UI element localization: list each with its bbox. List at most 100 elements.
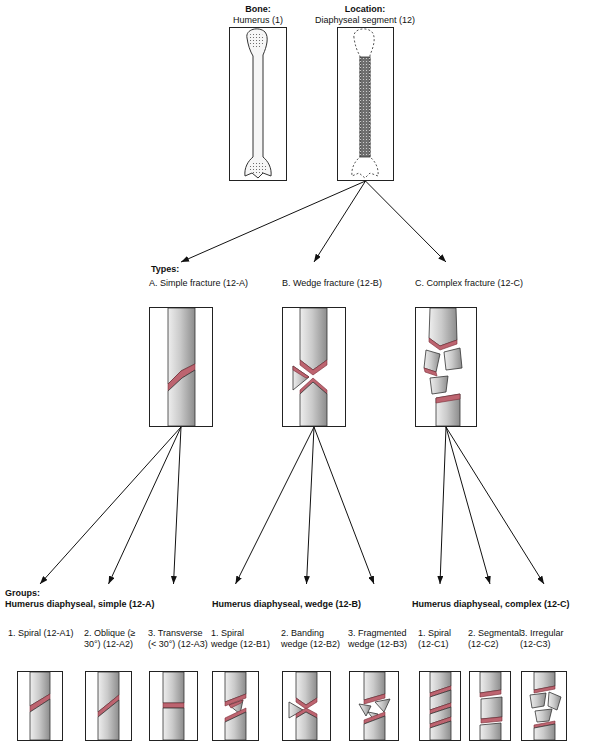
node-heading: 2. Banding wedge (12-B2) [281,584,345,671]
type-box: B. Wedge fracture (12-B) [282,262,410,427]
arrow-connector [174,427,182,584]
group-b3-drawing [359,672,390,740]
group-c3-drawing [530,672,561,740]
bone-fragment [535,709,552,722]
arrow-connector [181,181,366,262]
group-a2-drawing [98,672,119,740]
bone-fragment [300,308,327,370]
bone-fragment [429,308,457,346]
fracture-surface [436,394,460,403]
bone-fragment [444,348,462,370]
node-heading: 3. Fragmented wedge (12-B3) [348,584,416,671]
illustration-frame [337,27,394,181]
row-label: Groups: [5,588,40,599]
bone-fragment [168,370,195,426]
anatomy-box: Bone:Humerus (1) [200,2,316,181]
bone-fragment [30,699,50,740]
node-text: 3. Transverse (< 30°) (12-A3) [148,628,212,650]
humerus-drawing [245,29,271,178]
bone-shape [360,57,370,157]
arrow-connector [236,427,315,584]
arrow-connector [40,427,181,584]
type-b-drawing [293,308,327,426]
illustration-frame [17,671,63,741]
bone-fragment [534,724,555,740]
node-heading: 2. Segmental (12-C2) [468,584,524,671]
fracture-surface [300,360,327,375]
node-text: C. Complex fracture (12-C) [415,278,545,289]
type-box: A. Simple fracture (12-A) [149,262,277,427]
illustration-frame [521,671,567,741]
type-c-drawing [424,308,462,426]
arrow-connector [314,427,374,584]
illustration-frame [282,307,346,427]
node-heading: 3. Transverse (< 30°) (12-A3) [148,584,212,671]
illustration-frame [229,27,287,181]
fracture-surface [481,717,502,723]
bone-fragment [436,394,460,426]
node-heading: C. Complex fracture (12-C) [415,262,545,307]
diaphysis-drawing [352,29,378,178]
row-label: Types: [151,264,179,275]
node-text: B. Wedge fracture (12-B) [282,278,410,289]
fracture-surface [424,368,437,376]
bone-fragment [163,708,184,740]
type-a-drawing [168,308,195,426]
fracture-surface [429,338,457,350]
node-text: A. Simple fracture (12-A) [149,278,277,289]
illustration-frame [415,307,477,427]
bone-fragment [480,672,501,693]
group-a1-drawing [30,672,50,740]
fracture-surface [480,690,501,697]
arrow-connector [446,427,490,584]
node-text: Diaphyseal segment (12) [305,15,425,26]
illustration-frame [349,671,399,741]
fracture-surface [229,700,243,708]
node-text: 2. Oblique (≥ 30°) (12-A2) [84,628,148,650]
node-heading: 2. Oblique (≥ 30°) (12-A2) [84,584,148,671]
bone-fragment [548,692,561,710]
bone-shape [352,29,378,178]
group-b1-drawing [225,672,246,740]
bone-fragment [375,699,390,712]
node-heading: Bone:Humerus (1) [200,2,316,27]
group-c1-drawing [430,672,451,740]
node-heading: Location:Diaphyseal segment (12) [305,2,425,27]
bone-fragment [430,376,448,394]
node-heading: 1. Spiral wedge (12-B1) [211,584,273,671]
illustration-frame [419,671,461,741]
bone-fragment [481,697,502,719]
group-b2-drawing [289,672,317,740]
illustration-frame [149,671,198,741]
arrow-connector [314,181,366,262]
illustration-frame [282,671,331,741]
bone-shape [248,32,264,48]
bone-fragment [430,721,451,740]
bone-shape [249,162,267,174]
anatomy-box: Location:Diaphyseal segment (12) [305,2,425,181]
group-box: 3. Transverse (< 30°) (12-A3) [148,584,212,741]
node-text: 2. Banding wedge (12-B2) [281,628,345,650]
arrow-connector [446,427,544,584]
node-text: 2. Segmental (12-C2) [468,628,524,650]
node-text: 1. Spiral wedge (12-B1) [211,628,273,650]
group-heading: Humerus diaphyseal, wedge (12-B) [212,599,361,610]
node-text: Location: [305,4,425,15]
arrow-connector [109,427,182,584]
bone-fragment [530,693,546,708]
bone-fragment [296,712,317,740]
illustration-frame [149,307,213,427]
bone-fragment [225,712,246,740]
bone-fragment [300,382,327,426]
group-a3-drawing [163,672,184,740]
arrow-connector [440,427,446,584]
arrow-connector [366,181,447,262]
node-text: 3. Fragmented wedge (12-B3) [348,628,416,650]
bone-fragment [364,716,385,740]
bone-fragment [98,700,119,740]
node-text: 1. Spiral (12-A1) [8,628,80,639]
node-heading: 3. Irregular (12-C3) [520,584,582,671]
node-text: 1. Spiral (12-C1) [418,628,466,650]
